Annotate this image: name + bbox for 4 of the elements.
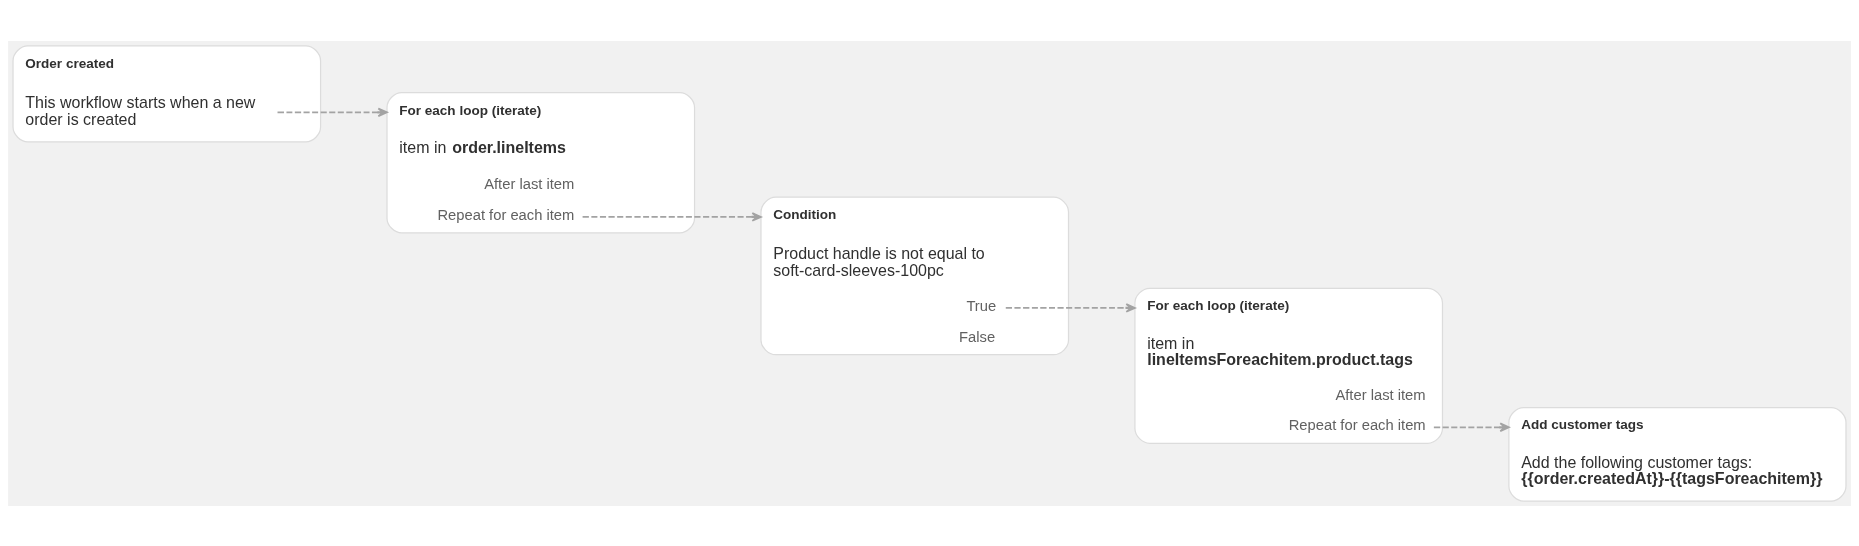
- arrow: [1433, 422, 1510, 432]
- arrow: [581, 211, 762, 222]
- arrow: [1004, 302, 1136, 313]
- arrow: [276, 107, 388, 117]
